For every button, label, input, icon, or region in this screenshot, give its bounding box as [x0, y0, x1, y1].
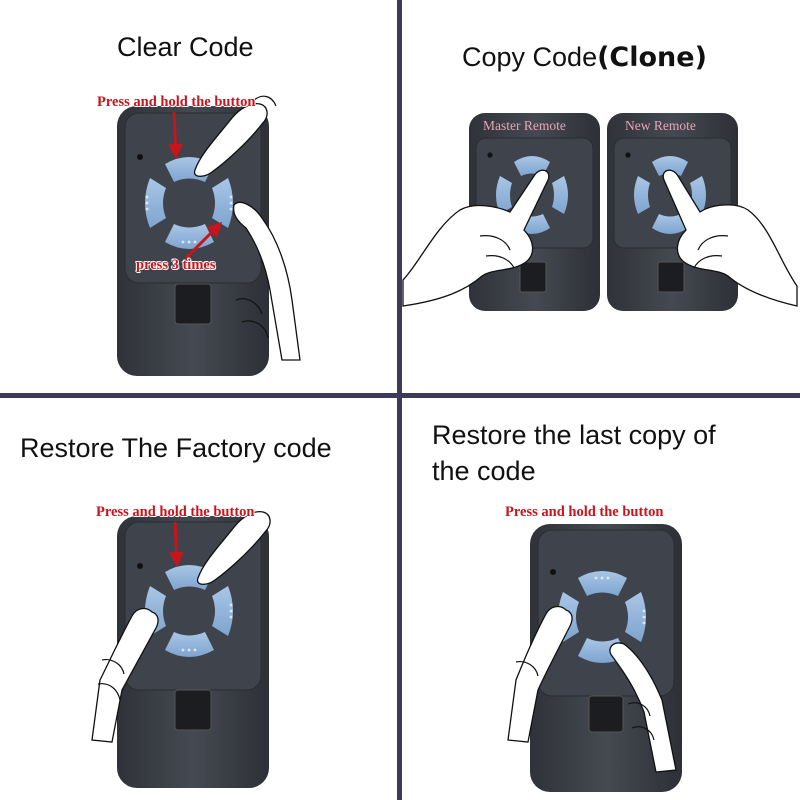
panel-title: Restore The Factory code	[20, 433, 332, 463]
left-hand-icon	[507, 605, 573, 743]
finger-icon	[196, 510, 271, 585]
arrow-down-icon	[168, 521, 184, 567]
panel-title: Clear Code	[117, 32, 254, 62]
finger-icon	[193, 102, 268, 177]
press-annotation: press 3 times	[136, 257, 216, 273]
title-paren: (Clone)	[597, 42, 707, 73]
new-remote-label: New Remote	[625, 118, 696, 133]
panel-title-line2: the code	[432, 456, 536, 486]
right-hand-icon	[609, 642, 677, 773]
hand-icon	[91, 607, 159, 743]
button-left	[145, 178, 166, 228]
hand-icon	[232, 201, 301, 361]
led-icon	[137, 154, 143, 160]
button-right	[212, 178, 233, 228]
bottom-button	[174, 283, 212, 325]
hold-annotation: Press and hold the button	[505, 504, 664, 520]
master-remote-label: Master Remote	[483, 118, 566, 133]
horizontal-divider	[0, 393, 800, 398]
hold-annotation: Press and hold the button	[97, 94, 256, 110]
left-hand-icon	[402, 169, 550, 307]
right-hand-icon	[662, 169, 798, 307]
arrow-up-right-icon	[184, 221, 223, 260]
arrow-down-icon	[167, 111, 183, 159]
panel-title: Copy Code(Clone)	[462, 42, 707, 73]
panel-title-line1: Restore the last copy of	[432, 420, 716, 450]
vertical-divider	[397, 0, 402, 800]
hold-annotation: Press and hold the button	[96, 504, 255, 520]
title-main: Copy Code	[462, 42, 598, 72]
